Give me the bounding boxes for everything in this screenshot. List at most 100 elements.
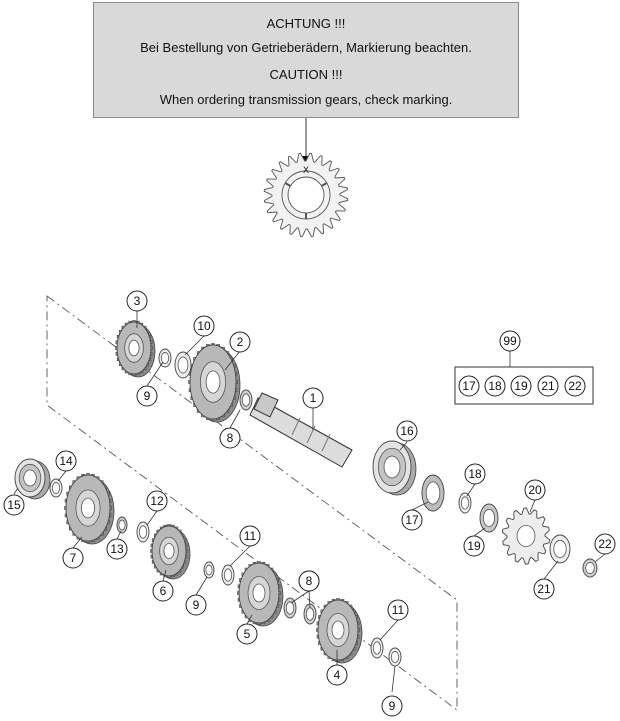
callout-label: 5	[244, 627, 251, 641]
kit-item-1: 17	[458, 375, 480, 397]
callout-label: 21	[537, 582, 551, 596]
callout-label: 2	[237, 335, 244, 349]
callout-label: 9	[193, 598, 200, 612]
callout-9: 9	[185, 594, 207, 616]
o-ring-18	[458, 492, 472, 514]
needle-bearing-8-a	[283, 597, 297, 619]
callout-19: 19	[463, 535, 485, 557]
marking-gear-bore	[287, 176, 325, 214]
callout-label: 11	[244, 529, 257, 543]
callout-kit: 99	[499, 330, 521, 352]
callout-11: 11	[239, 525, 261, 547]
circlip-11-mid	[221, 564, 235, 586]
callout-label: 9	[144, 389, 151, 403]
gear-3	[115, 320, 156, 378]
callout-label: 14	[59, 454, 73, 468]
callout-4: 4	[326, 664, 348, 686]
callout-13: 13	[106, 538, 128, 560]
callout-label: 22	[598, 537, 612, 551]
kit-item-label: 19	[514, 379, 528, 393]
kit-item-3: 19	[510, 375, 532, 397]
leader-line	[290, 590, 310, 604]
leader-line	[184, 335, 205, 356]
thrust-washer-9-mid	[203, 561, 215, 579]
callout-label: 8	[227, 431, 234, 445]
gear-5	[237, 561, 284, 627]
bearing-16	[372, 440, 417, 496]
callout-label: 1	[310, 391, 317, 405]
callout-1: 1	[302, 387, 324, 409]
callout-15: 15	[3, 494, 25, 516]
leader-line	[162, 569, 167, 582]
callout-12: 12	[146, 490, 168, 512]
kit-item-label: 18	[488, 379, 502, 393]
marking-gear-illustration	[263, 152, 349, 238]
caution-notice: ACHTUNG !!! Bei Bestellung von Getrieber…	[93, 2, 519, 118]
callout-7: 7	[62, 547, 84, 569]
leader-line	[72, 536, 83, 549]
spacer-sleeve-19	[479, 503, 499, 533]
callout-22: 22	[594, 533, 616, 555]
thrust-washer-9-top	[158, 348, 172, 368]
callout-label: 17	[405, 513, 419, 527]
gear-7	[64, 473, 115, 545]
leader-line	[116, 530, 122, 540]
main-shaft	[249, 392, 353, 468]
callout-kit-label: 99	[503, 334, 517, 348]
kit-item-2: 18	[484, 375, 506, 397]
callout-2: 2	[229, 331, 251, 353]
thrust-washer-9-low	[388, 647, 402, 667]
callouts-layer: 1234567888999101111121314151617181920212…	[3, 290, 616, 717]
callout-label: 15	[7, 498, 21, 512]
notice-text-en: When ordering transmission gears, check …	[159, 92, 453, 107]
leader-line	[594, 553, 606, 563]
leader-line	[543, 560, 559, 580]
callout-6: 6	[152, 580, 174, 602]
kit-item-5: 22	[564, 375, 586, 397]
leader-line	[391, 665, 396, 693]
leader-line	[379, 619, 399, 641]
callout-20: 20	[524, 479, 546, 501]
callout-14: 14	[55, 450, 77, 472]
kit-item-label: 22	[568, 379, 582, 393]
callout-5: 5	[236, 623, 258, 645]
callout-label: 8	[306, 574, 313, 588]
leader-line	[57, 470, 67, 482]
leader-line	[229, 409, 241, 429]
callout-label: 20	[528, 483, 542, 497]
callout-8: 8	[298, 570, 320, 592]
callout-8: 8	[219, 427, 241, 449]
callout-9: 9	[381, 695, 403, 717]
marking-gear-dog	[284, 182, 291, 187]
kit-item-4: 21	[537, 375, 559, 397]
leader-line	[146, 361, 164, 387]
leader-line	[229, 545, 251, 567]
callout-label: 12	[150, 494, 164, 508]
assembly-outline	[46, 295, 458, 711]
thrust-washer-14	[49, 478, 63, 498]
callout-label: 3	[134, 294, 141, 308]
leader-line	[529, 499, 536, 513]
leader-line	[224, 350, 241, 371]
leader-line	[195, 576, 208, 596]
callout-label: 19	[467, 539, 481, 553]
callout-9: 9	[136, 385, 158, 407]
leader-lines	[13, 311, 606, 693]
callout-11: 11	[387, 599, 409, 621]
callout-label: 6	[160, 584, 167, 598]
leader-line	[466, 483, 476, 497]
callout-16: 16	[396, 420, 418, 442]
leader-line	[246, 614, 253, 625]
callout-label: 13	[110, 542, 124, 556]
parts-layer	[14, 320, 598, 667]
callout-label: 10	[197, 319, 211, 333]
callout-label: 9	[389, 699, 396, 713]
callout-21: 21	[533, 578, 555, 600]
gear-6	[150, 524, 191, 580]
leader-line	[13, 487, 19, 495]
callout-label: 16	[400, 424, 414, 438]
leader-line	[411, 501, 429, 511]
notice-title-de: ACHTUNG !!!	[266, 16, 346, 31]
circlip-11-low	[370, 637, 384, 659]
